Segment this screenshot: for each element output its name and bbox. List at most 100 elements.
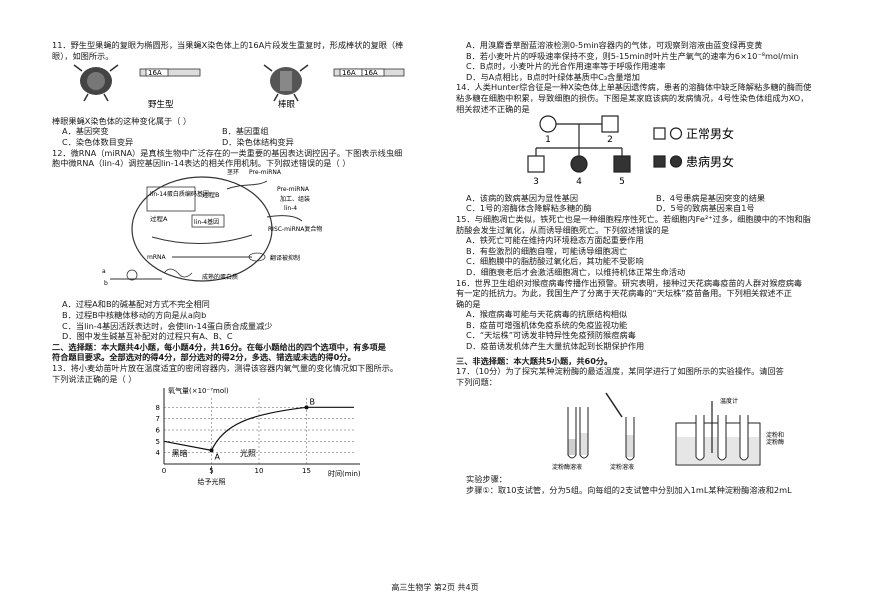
q13-option-a: A．用溴麝香草酚蓝溶液检测0-5min容器内的气体，可观察到溶液由蓝变绿再变黄 xyxy=(466,40,763,50)
annotation-label: 给予光照 xyxy=(198,477,226,486)
q13-option-c: C．B点时，小麦叶片的光合作用速率等于呼吸作用速率 xyxy=(466,61,666,72)
question-11: 11．野生型果蝇的复眼为椭圆形，当果蝇X染色体上的16A片段发生重复时，形成棒状… xyxy=(52,40,422,148)
y-tick-label: 7 xyxy=(156,415,160,423)
q12-option-b: B．过程B中核糖体移动的方向是从a向b xyxy=(62,309,207,320)
question-15: 15．与细胞凋亡类似，铁死亡也是一种细胞程序性死亡。若细胞内Fe²⁺过多，细胞膜… xyxy=(456,214,826,278)
q11-option-a: A．基因突变 xyxy=(62,126,109,137)
region-light-label: 光照 xyxy=(240,448,256,458)
q12-option-a: A．过程A和B的碱基配对方式不完全相同 xyxy=(62,299,210,310)
q13-line-1: 13．将小麦幼苗叶片放在温度适宜的密闭容器内，测得该容器内氧气量的变化情况如下图… xyxy=(52,362,399,373)
pedigree-num-5: 5 xyxy=(619,177,625,187)
q14-options-row-1: A．该病的致病基因为显性基因 B．4号患病是基因突变的结果 xyxy=(456,193,826,204)
pedigree-individual-4 xyxy=(570,155,588,173)
bar-seg-label-2: 16A xyxy=(364,69,378,77)
legend-normal-label: 正常男女 xyxy=(686,126,734,141)
q17-steps-title: 实验步骤： xyxy=(466,474,507,485)
test-tube-4-icon xyxy=(695,415,705,461)
q16-line-3: 确的是 xyxy=(456,298,481,309)
section-3-header: 三、非选择题：本大题共5小题，共60分。 xyxy=(456,355,613,366)
q14-option-a: A．该病的致病基因为显性基因 xyxy=(466,192,579,203)
q17-line-1: 17．（10分）为了探究某种淀粉酶的最适温度，某同学进行了如图所示的实验操作。请… xyxy=(456,366,784,377)
q12-line-1: 12．微RNA（miRNA）是真核生物中广泛存在的一类重要的基因表达调控因子。下… xyxy=(52,147,403,158)
section-2-header: 二、选择题：本大题共4小题，每小题4分，共16分。在每小题给出的四个选项中，有多… xyxy=(52,342,422,363)
q14-option-b: B．4号患病是基因突变的结果 xyxy=(656,192,766,203)
lin4-gene-label: lin-4基因 xyxy=(194,218,219,226)
question-17: 17．（10分）为了探究某种淀粉酶的最适温度，某同学进行了如图所示的实验操作。请… xyxy=(456,366,826,495)
q11-option-c: C．染色体数目变异 xyxy=(62,136,134,147)
legend-affected-label: 患病男女 xyxy=(686,154,734,169)
b-label: b xyxy=(104,280,108,287)
q14-line-1: 14．人类Hunter综合征是一种X染色体上单基因遗传病，患者的溶酶体中缺乏降解… xyxy=(456,82,812,93)
q16-option-b: B．疫苗可增强机体免疫系统的免疫监视功能 xyxy=(466,319,628,330)
protein-label: 成熟的蛋白质 xyxy=(202,273,238,281)
q16-line-1: 16．世界卫生组织对猴痘病毒传播作出预警。研究表明，接种过天花病毒疫苗的人群对猴… xyxy=(456,277,803,288)
section-2-line-1: 二、选择题：本大题共4小题，每小题4分，共16分。在每小题给出的四个选项中，有多… xyxy=(52,341,386,352)
wild-type-fly-head-icon xyxy=(73,64,119,102)
question-14: 14．人类Hunter综合征是一种X染色体上单基因遗传病，患者的溶酶体中缺乏降解… xyxy=(456,82,826,214)
bar-seg-label-1: 16A xyxy=(342,69,356,77)
y-tick-label: 4 xyxy=(156,449,161,457)
mirna-mechanism-diagram: lin-14蛋白质编码基因 过程B 过程A lin-4基因 茎环 Pre-miR… xyxy=(102,168,322,287)
experiment-figure: 淀粉酶溶液1mL 淀粉溶液2mL 温度计 淀粉和淀粉酶 xyxy=(552,393,784,478)
legend-normal-female-icon xyxy=(669,127,683,140)
q15-option-d: D．细胞衰老后才会激活细胞凋亡，以维持机体正常生命活动 xyxy=(466,266,686,277)
pedigree-individual-3 xyxy=(527,155,545,173)
pedigree-num-4: 4 xyxy=(576,177,582,187)
a-label: a xyxy=(102,268,106,275)
q13-options: A．用溴麝香草酚蓝溶液检测0-5min容器内的气体，可观察到溶液由蓝变绿再变黄 … xyxy=(456,40,826,82)
mrna-label: mRNA xyxy=(147,254,167,261)
wild-type-chromosome xyxy=(139,68,201,77)
pedigree-chart: 1 2 3 4 5 正常男女 患病男女 xyxy=(527,115,734,187)
q15-line-1: 15．与细胞凋亡类似，铁死亡也是一种细胞程序性死亡。若细胞内Fe²⁺过多，细胞膜… xyxy=(456,213,811,224)
x-axis-label: 时间(min) xyxy=(328,469,361,478)
q16-option-a: A．猴痘病毒可能与天花病毒的抗原结构相似 xyxy=(466,309,628,320)
q11-options-row-2: C．染色体数目变异 D．染色体结构变异 xyxy=(52,137,422,148)
pre-mirna-label: Pre-miRNA xyxy=(277,186,310,193)
q11-line-1: 11．野生型果蝇的复眼为椭圆形，当果蝇X染色体上的16A片段发生重复时，形成棒状… xyxy=(52,40,404,50)
legend-affected-male-icon xyxy=(653,155,666,168)
legend-affected-female-icon xyxy=(669,155,683,168)
wild-seg-label: 16A xyxy=(148,69,162,77)
process-a-label: 过程A xyxy=(150,214,168,223)
wild-type-label: 野生型 xyxy=(148,99,174,110)
ribosome-2-icon xyxy=(126,269,138,281)
q15-option-c: C．细胞膜中的脂肪酸过氧化后，其功能不受影响 xyxy=(466,256,644,267)
q11-option-d: D．染色体结构变异 xyxy=(222,136,294,147)
test-tube-6-icon xyxy=(739,415,749,461)
q13-option-b: B．若小麦叶片的呼吸速率保持不变，则5-15min时叶片生产氧气的速率为6×10… xyxy=(466,50,799,61)
pedigree-individual-5 xyxy=(613,155,631,173)
process-b-label: 过程B xyxy=(202,190,219,199)
thermometer-label: 温度计 xyxy=(720,397,738,405)
point-label-a: A xyxy=(215,452,221,461)
bar-eye-fly-head-icon xyxy=(263,64,309,102)
y-tick-label: 5 xyxy=(156,438,160,446)
section-2-line-2: 符合题目要求。全部选对的得4分，部分选对的得2分，多选、错选或未选的得0分。 xyxy=(52,352,356,363)
nucleus-outline xyxy=(131,176,273,282)
point-label-b: B xyxy=(310,397,316,406)
point-b xyxy=(304,405,309,410)
q15-option-a: A．铁死亡可能在维持内环境稳态方面起重要作用 xyxy=(466,235,644,246)
q13-option-d: D．与A点相比，B点时叶绿体基质中C₃含量增加 xyxy=(466,71,640,82)
enzyme-tube-label: 淀粉酶溶液1mL xyxy=(552,463,582,471)
lin14-gene-label: lin-14蛋白质编码基因 xyxy=(150,190,209,198)
lin4-mirna-label: lin-4 xyxy=(284,205,297,212)
series-line-light xyxy=(210,406,354,451)
q14-options-row-2: C．1号的溶酶体含降解粘多糖的酶 D．5号的致病基因来自1号 xyxy=(456,203,826,214)
x-tick-label: 0 xyxy=(162,467,166,475)
q13-line-2: 下列说法正确的是（ ） xyxy=(52,373,137,384)
left-column: 11．野生型果蝇的复眼为椭圆形，当果蝇X染色体上的16A片段发生重复时，形成棒状… xyxy=(52,40,422,491)
q14-line-2: 粘多糖在细胞中积累，导致细胞的损伤。下图是某家庭该病的发病情况，4号性染色体组成… xyxy=(456,92,809,103)
region-dark-label: 黑暗 xyxy=(172,448,188,458)
mixture-label: 淀粉和淀粉酶 xyxy=(766,431,784,446)
pre-mirna-label-top: Pre-miRNA xyxy=(249,169,282,176)
q15-option-b: B．有些激烈的细胞自噬，可能诱导细胞凋亡 xyxy=(466,245,628,256)
page-footer: 高三生物学 第2页 共4页 xyxy=(391,583,479,592)
q12-option-d: D．图中发生碱基互补配对的过程只有A、B、C xyxy=(62,331,233,342)
x-tick-label: 15 xyxy=(302,467,311,475)
risc-label: RISC-miRNA复合物 xyxy=(268,225,322,233)
y-tick-label: 6 xyxy=(156,427,161,435)
q16-option-d: D．疫苗诱发机体产生大量抗体起到长期保护作用 xyxy=(466,341,645,352)
oxygen-chart: 氧气量(×10⁻⁷mol)时间(min)45678051015AB黑暗光照给予光… xyxy=(156,386,361,486)
question-12: 12．微RNA（miRNA）是真核生物中广泛存在的一类重要的基因表达调控因子。下… xyxy=(52,148,422,342)
pedigree-individual-2 xyxy=(601,115,619,133)
